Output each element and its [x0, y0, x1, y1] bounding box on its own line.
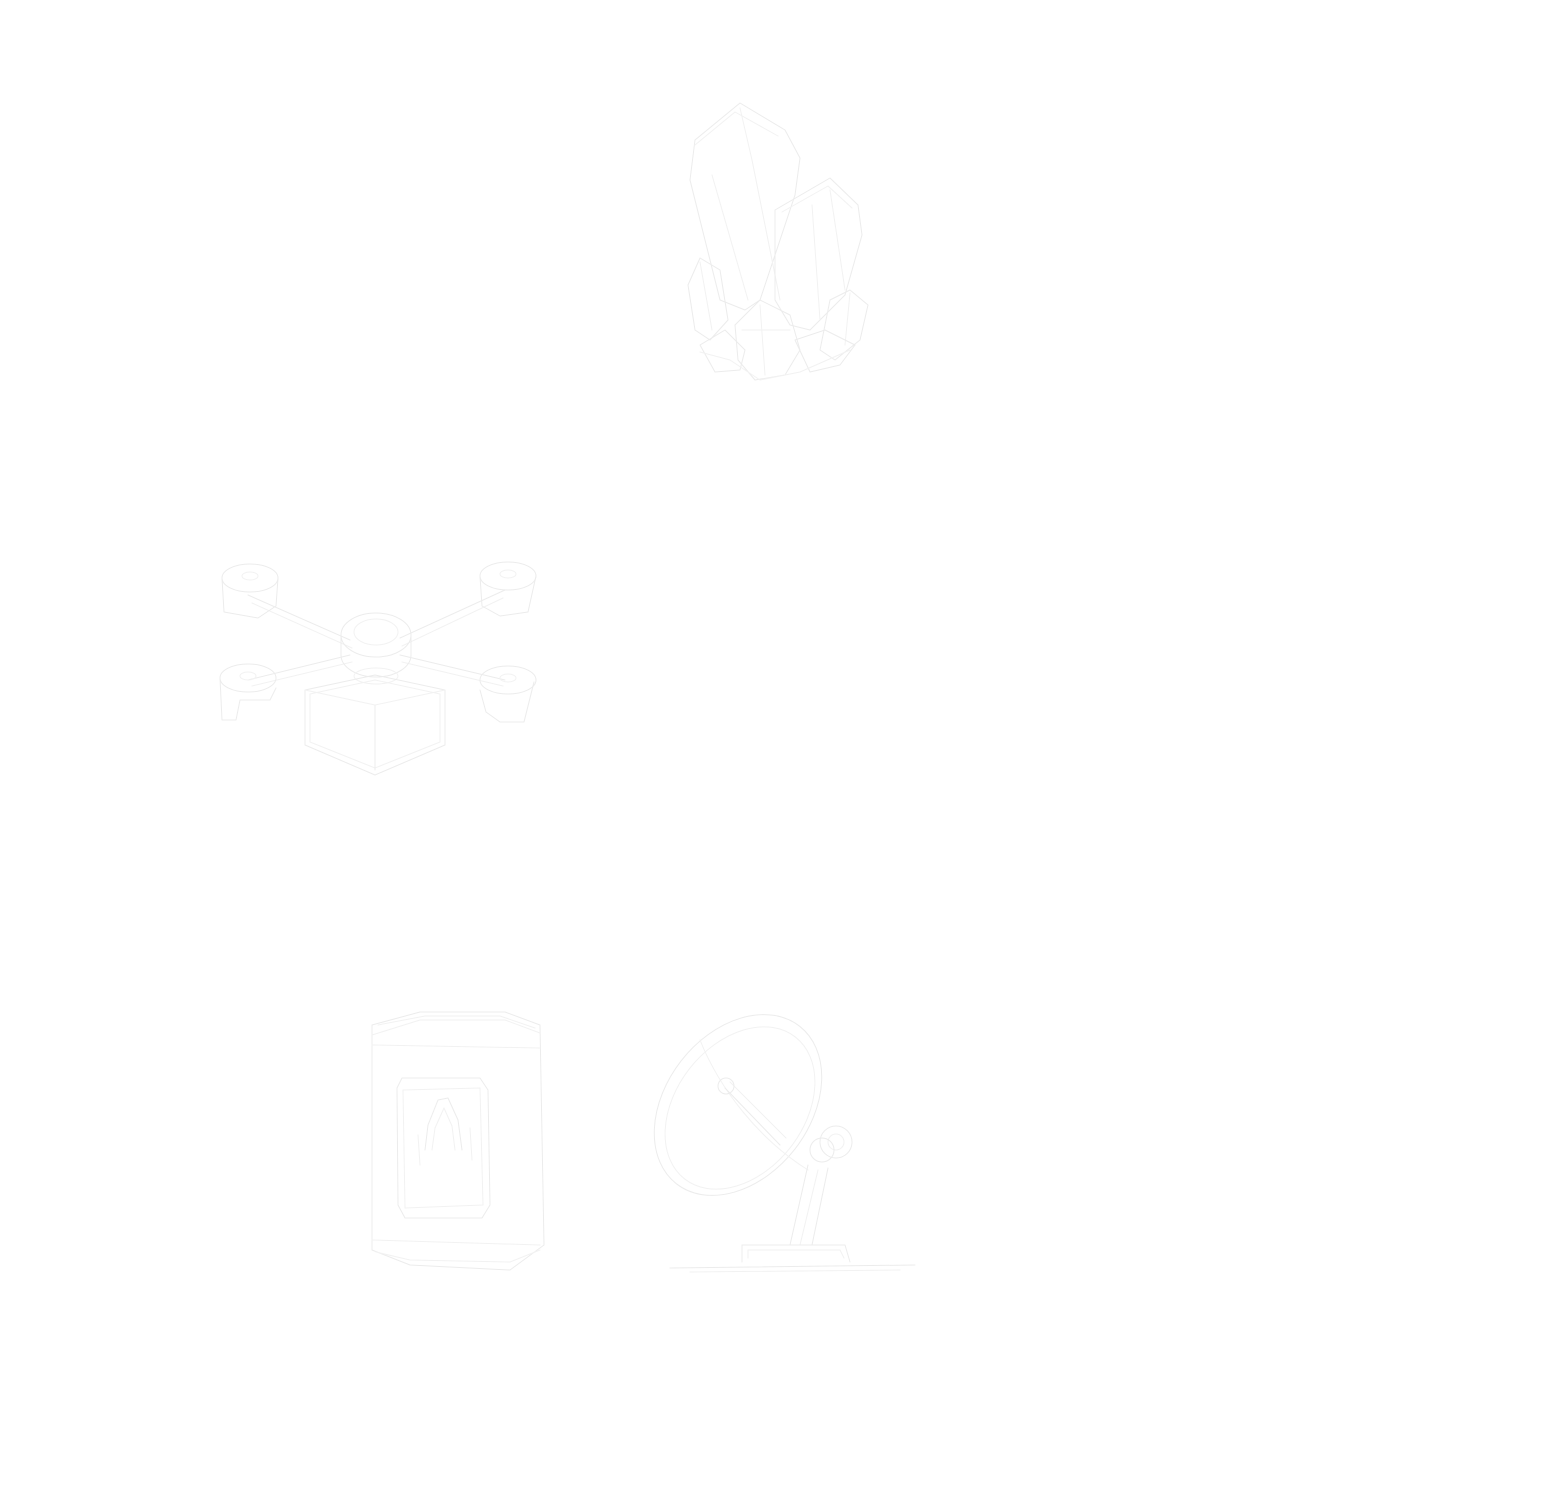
drone-icon: [219, 561, 537, 776]
satellite-dish-icon: [653, 1014, 916, 1273]
crystal-cluster-icon: [687, 102, 869, 381]
book-icon: [371, 1011, 545, 1271]
